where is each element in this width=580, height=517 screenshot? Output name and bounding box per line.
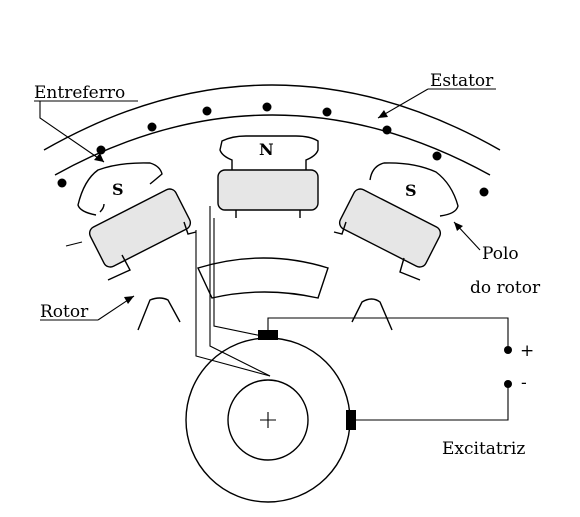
south-right-pole-leg2 <box>333 221 347 235</box>
stator-windings <box>57 102 489 197</box>
winding-dot <box>382 125 392 135</box>
south-right-pole-core <box>338 188 442 268</box>
south-left-pole-leg2 <box>183 221 197 235</box>
label-rotor-group: Rotor <box>40 295 135 322</box>
south-left-pole-shoe <box>77 162 163 216</box>
winding-dot <box>479 187 489 197</box>
excitatriz-brush-right <box>346 410 356 430</box>
label-entreferro-group: Entreferro <box>34 83 138 163</box>
winding-dot <box>147 122 157 132</box>
excitatriz <box>185 330 356 503</box>
rotor-hub-segment <box>197 257 329 299</box>
entreferro-arrowhead <box>94 153 104 162</box>
excitatriz-inner-ring <box>227 379 309 461</box>
south-left-pole-letter: S <box>112 180 124 199</box>
winding-dot <box>96 145 106 155</box>
rotor-pole-north: N <box>217 135 319 218</box>
stator-outer-arc <box>43 84 501 151</box>
north-pole-body <box>235 210 301 218</box>
winding-dot <box>262 102 272 112</box>
winding-dot <box>57 178 67 188</box>
dc-lead-negative <box>356 386 509 421</box>
left-arrow-tick <box>65 241 83 247</box>
lower-left-pole-outline <box>137 297 181 331</box>
south-left-pole-leg <box>107 254 131 281</box>
label-polo-group: Polo do rotor <box>453 221 541 298</box>
excitatriz-center-plus <box>260 412 276 428</box>
label-estator: Estator <box>430 71 494 91</box>
south-left-pole-neck <box>99 203 105 213</box>
south-left-pole-core <box>88 188 192 268</box>
north-pole-letter: N <box>259 140 274 159</box>
south-right-pole-letter: S <box>405 181 417 200</box>
terminal-negative <box>504 380 512 388</box>
stator <box>43 84 501 176</box>
terminal-positive <box>504 346 512 354</box>
terminal-negative-sign: - <box>521 373 527 393</box>
estator-leader <box>377 88 429 119</box>
excitatriz-brush-top <box>258 330 278 340</box>
south-right-pole-shoe <box>369 162 459 217</box>
winding-dot <box>322 107 332 117</box>
label-rotor: Rotor <box>40 302 89 322</box>
lower-right-pole-outline <box>351 298 393 331</box>
entreferro-leader <box>39 101 105 163</box>
label-entreferro: Entreferro <box>34 83 125 103</box>
field-wire-3 <box>213 218 263 337</box>
label-estator-group: Estator <box>377 71 496 119</box>
terminal-positive-sign: + <box>520 341 534 361</box>
north-pole-shoe <box>219 135 319 170</box>
stator-inner-arc <box>54 114 491 176</box>
rotor-pole-south-right: S <box>333 162 459 281</box>
field-wire-2 <box>195 230 271 377</box>
winding-dot <box>202 106 212 116</box>
north-pole-core <box>217 169 319 211</box>
dc-lead-positive <box>267 317 509 348</box>
rotor-arrowhead <box>124 296 134 304</box>
winding-dot <box>432 151 442 161</box>
rotor-pole-south-left: S <box>77 162 197 281</box>
estator-arrowhead <box>378 110 388 118</box>
south-right-pole-leg <box>399 257 421 281</box>
label-excitatriz: Excitatriz <box>442 439 525 459</box>
field-wire-1 <box>209 206 271 377</box>
polo-arrowhead <box>454 222 463 231</box>
label-polo-line2: do rotor <box>470 278 541 298</box>
label-polo-line1: Polo <box>482 244 519 264</box>
